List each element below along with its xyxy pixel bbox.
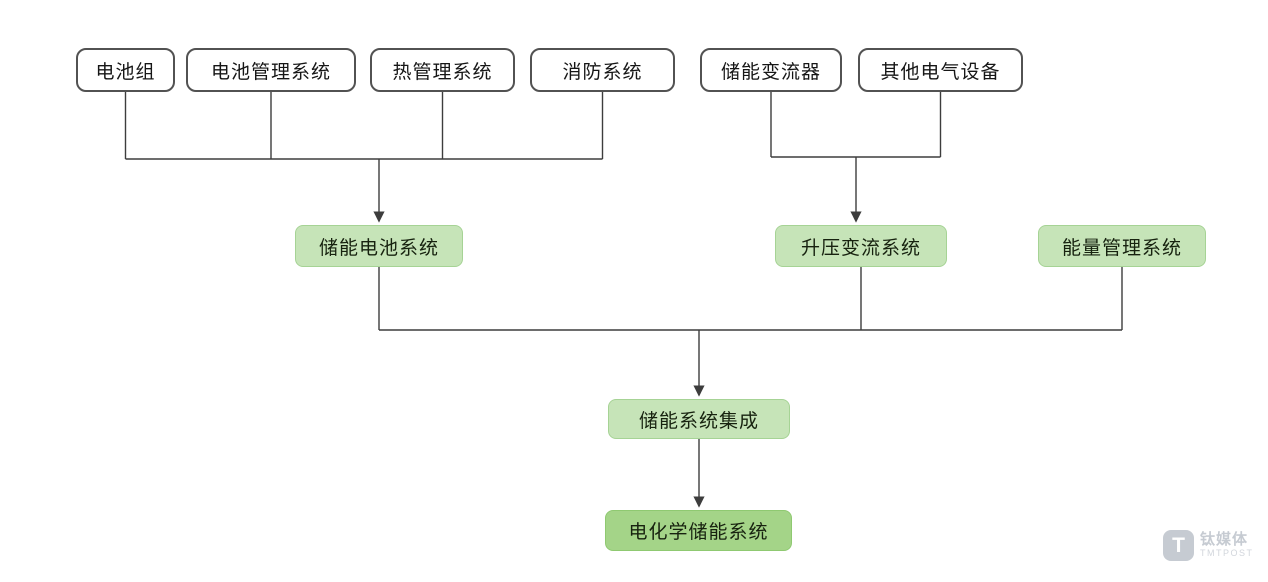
tmtpost-watermark-text: 钛媒体 TMTPOST [1200,532,1254,558]
edge-right-group-bus [770,92,942,158]
node-fire-protection-system: 消防系统 [530,48,675,92]
node-boost-converter-system-label: 升压变流系统 [800,237,921,259]
node-energy-management-system: 能量管理系统 [1038,225,1206,267]
node-battery-management-system: 电池管理系统 [186,48,356,92]
node-storage-converter: 储能变流器 [700,48,842,92]
edge-left-group-bus [124,92,604,160]
node-other-electrical-label: 其他电气设备 [880,61,1001,83]
node-electrochemical-label: 电化学储能系统 [628,522,769,543]
edge-level2-bus [378,267,1123,331]
node-pcs-label: 储能变流器 [720,61,821,83]
tmtpost-subbrand: TMTPOST [1200,547,1254,558]
node-electrochemical-storage-system: 电化学储能系统 [605,510,792,551]
node-battery-pack-label: 电池组 [95,61,156,83]
tmtpost-brand-name: 钛媒体 [1200,531,1249,549]
node-boost-converter-system: 升压变流系统 [775,225,947,267]
tmtpost-logo-icon: T [1163,530,1194,561]
tmtpost-logo-letter: T [1172,534,1185,557]
node-bms-label: 电池管理系统 [210,61,331,83]
tmtpost-watermark: T 钛媒体 TMTPOST [1163,530,1254,561]
node-thermal-label: 热管理系统 [392,61,493,83]
node-storage-system-integration: 储能系统集成 [608,399,790,439]
node-ems-label: 能量管理系统 [1061,237,1182,259]
node-integration-label: 储能系统集成 [638,410,759,432]
node-battery-pack: 电池组 [76,48,175,92]
node-other-electrical-equipment: 其他电气设备 [858,48,1023,92]
node-storage-battery-system: 储能电池系统 [295,225,463,267]
node-fire-label: 消防系统 [562,61,643,83]
node-battery-system-label: 储能电池系统 [318,237,439,259]
node-thermal-management-system: 热管理系统 [370,48,515,92]
